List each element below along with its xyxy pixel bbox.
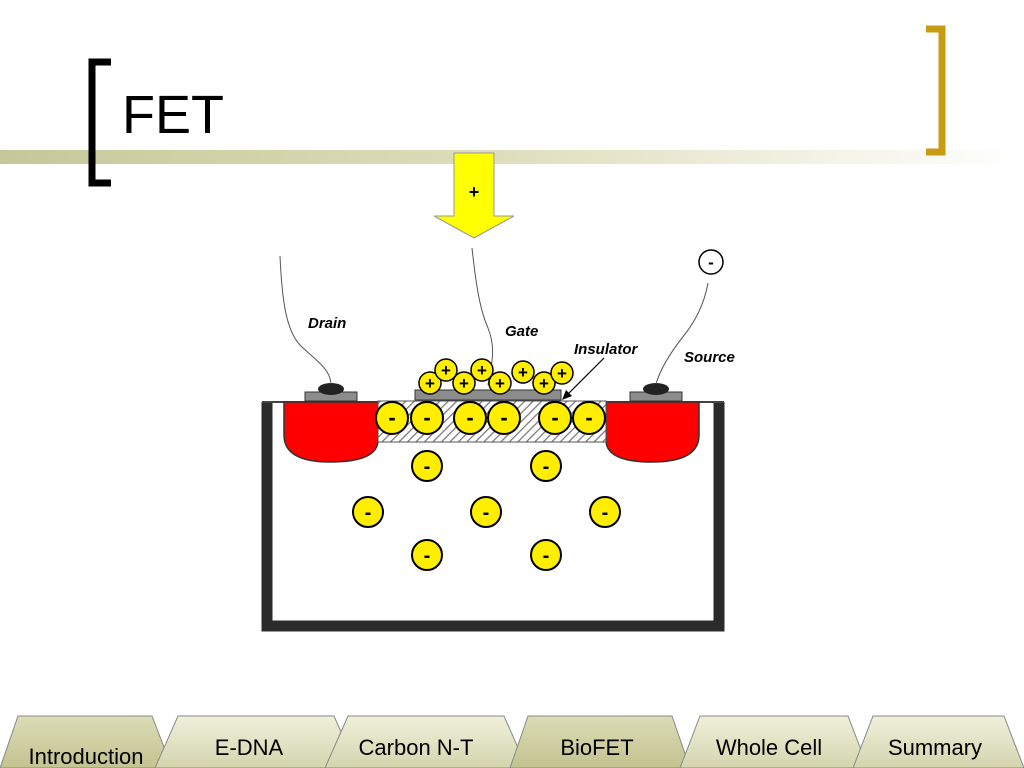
svg-text:+: + <box>459 374 469 393</box>
negative-charge: - <box>572 401 606 435</box>
tab-edna-label: E-DNA <box>215 735 284 760</box>
svg-text:-: - <box>585 405 592 430</box>
drain-label: Drain <box>308 315 346 332</box>
source-terminal <box>698 249 724 275</box>
insulator-pointer-head <box>562 390 572 400</box>
right-bracket <box>926 25 946 156</box>
nav-tabs: Introduction E-DNA Carbon N-T BioFET Who… <box>0 715 1024 768</box>
gate-label: Gate <box>505 323 538 340</box>
insulator-pointer <box>565 357 605 397</box>
negative-charge: - <box>352 496 384 528</box>
gate-voltage-arrow <box>433 152 515 239</box>
negative-charge: - <box>538 401 572 435</box>
positive-charge: + <box>452 371 476 395</box>
positive-charge: + <box>550 361 574 385</box>
tab-biofet-label: BioFET <box>560 735 633 760</box>
title-underline <box>0 150 1024 164</box>
channel-negative-charges: - - - - - - <box>375 401 606 435</box>
svg-text:-: - <box>388 405 395 430</box>
svg-text:-: - <box>424 456 431 478</box>
svg-text:-: - <box>365 502 372 524</box>
gate-electrode <box>414 389 562 401</box>
positive-charge: + <box>418 371 442 395</box>
source-terminal-minus: - <box>708 253 714 272</box>
tab-carbon-nt[interactable]: Carbon N-T <box>324 715 528 768</box>
negative-charge: - <box>411 450 443 482</box>
svg-text:-: - <box>423 405 430 430</box>
tab-edna[interactable]: E-DNA <box>154 715 358 768</box>
svg-text:-: - <box>483 502 490 524</box>
svg-text:+: + <box>441 361 451 380</box>
tab-whole-cell[interactable]: Whole Cell <box>679 715 869 768</box>
svg-text:-: - <box>424 545 431 567</box>
negative-charge: - <box>589 496 621 528</box>
negative-charge: - <box>410 401 444 435</box>
tab-biofet[interactable]: BioFET <box>509 715 691 768</box>
tab-introduction-label: Introduction <box>29 744 144 768</box>
gate-arrow-plus: + <box>469 182 480 202</box>
positive-charge: + <box>434 358 458 382</box>
slide-title: FET <box>122 85 224 145</box>
svg-text:+: + <box>477 361 487 380</box>
source-contact-bump <box>643 383 669 395</box>
positive-charge: + <box>470 358 494 382</box>
svg-text:+: + <box>539 374 549 393</box>
source-label: Source <box>684 349 735 366</box>
svg-text:+: + <box>495 374 505 393</box>
positive-charge: + <box>488 371 512 395</box>
drain-wire <box>279 255 332 385</box>
source-region <box>605 401 700 463</box>
insulator-label: Insulator <box>574 341 639 358</box>
positive-charge: + <box>532 371 556 395</box>
svg-text:+: + <box>425 374 435 393</box>
tab-introduction[interactable]: Introduction <box>0 715 173 768</box>
svg-text:-: - <box>602 502 609 524</box>
positive-charge: + <box>511 360 535 384</box>
tab-whole-cell-label: Whole Cell <box>716 735 822 760</box>
negative-charge: - <box>453 401 487 435</box>
svg-text:-: - <box>543 456 550 478</box>
substrate <box>261 402 725 632</box>
substrate-negative-charges: - - - - - - - <box>352 450 621 571</box>
drain-region <box>283 401 379 463</box>
svg-text:-: - <box>543 545 550 567</box>
source-wire <box>655 282 709 385</box>
left-bracket <box>88 58 111 187</box>
svg-text:+: + <box>557 364 567 383</box>
tab-summary-label: Summary <box>888 735 982 760</box>
negative-charge: - <box>530 450 562 482</box>
negative-charge: - <box>411 539 443 571</box>
positive-charges: + + + + + + + + <box>418 358 574 395</box>
drain-contact-bump <box>318 383 344 395</box>
svg-text:-: - <box>500 405 507 430</box>
tab-carbon-nt-label: Carbon N-T <box>359 735 474 760</box>
svg-text:-: - <box>551 405 558 430</box>
svg-text:-: - <box>466 405 473 430</box>
negative-charge: - <box>530 539 562 571</box>
negative-charge: - <box>470 496 502 528</box>
negative-charge: - <box>375 401 409 435</box>
negative-charge: - <box>487 401 521 435</box>
svg-text:+: + <box>518 363 528 382</box>
tab-summary[interactable]: Summary <box>852 715 1024 768</box>
